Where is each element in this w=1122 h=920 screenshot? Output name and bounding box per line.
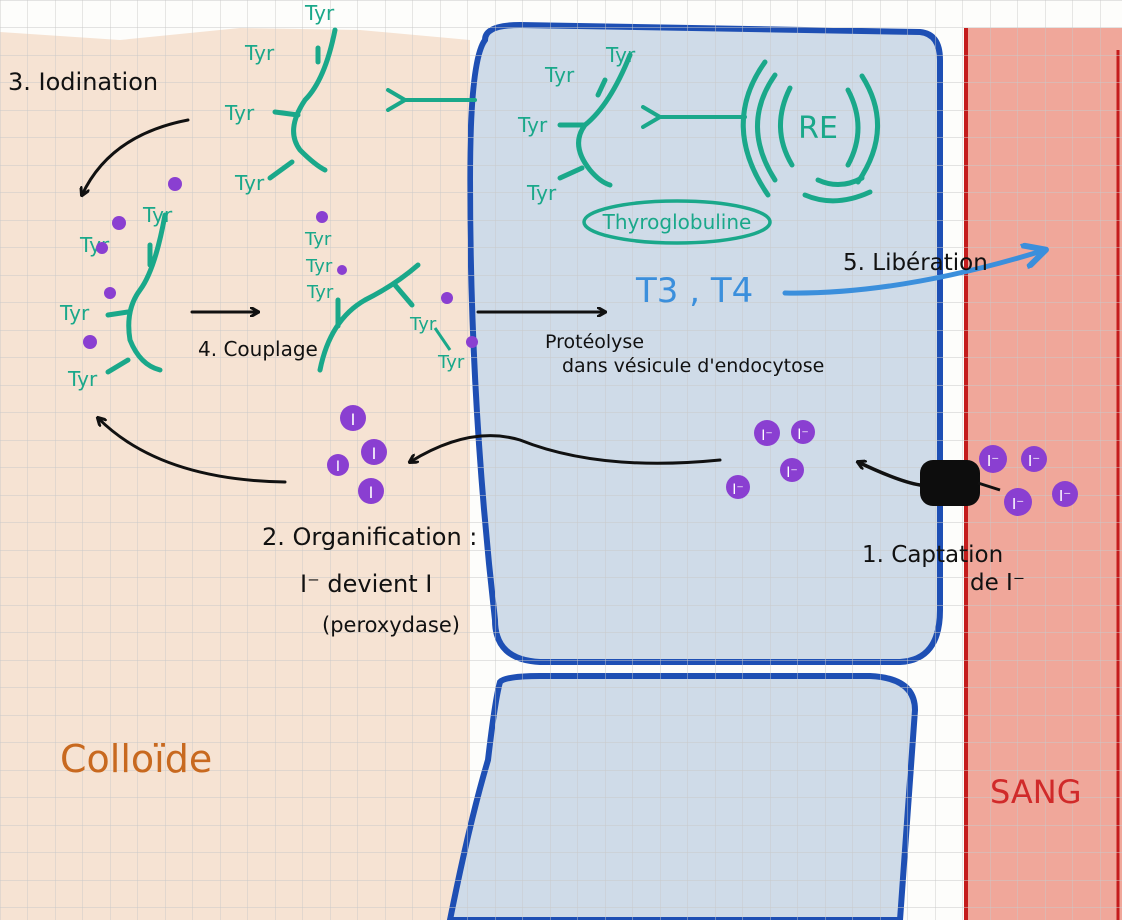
iodide-label-cell-1: I⁻ xyxy=(761,428,773,444)
tyr-label-cell-4: Tyr xyxy=(526,181,557,205)
step-captation-line1: 1. Captation xyxy=(862,542,1003,568)
step-captation-line2: de I⁻ xyxy=(970,570,1025,596)
iodide-label-cell-2: I⁻ xyxy=(797,427,809,443)
thyroglobulin-in-colloid xyxy=(267,27,338,181)
step-coupling-label: 4. Couplage xyxy=(198,337,318,361)
step-iodination-label: 3. Iodination xyxy=(8,68,158,96)
tyr-label-colloid-3: Tyr xyxy=(224,101,255,125)
tyr-label-cell-2: Tyr xyxy=(605,43,636,67)
step-proteolysis-line1: Protéolyse xyxy=(545,331,644,353)
iodide-label-blood-1: I⁻ xyxy=(987,452,999,470)
iodine-colloid-cluster xyxy=(327,405,387,504)
captation-arrow xyxy=(858,462,922,487)
coupled-thyroglobulin xyxy=(317,262,421,373)
iodide-label-cell-3: I⁻ xyxy=(786,465,798,481)
iodide-label-blood-2: I⁻ xyxy=(1028,452,1040,470)
blood-label: SANG xyxy=(990,773,1082,811)
step-proteolysis-line2: dans vésicule d'endocytose xyxy=(562,355,824,377)
tyr-label-coupled-4: Tyr xyxy=(409,314,437,335)
iodine-label-colloid-2: I xyxy=(372,444,377,463)
tyr-label-cell-3: Tyr xyxy=(517,113,548,137)
endoplasmic-reticulum xyxy=(740,59,881,204)
iodide-label-blood-3: I⁻ xyxy=(1012,495,1024,513)
iodine-label-colloid-1: I xyxy=(351,410,356,429)
tyr-label-coupled-1: Tyr xyxy=(304,229,332,250)
step-organification-line2: I⁻ devient I xyxy=(300,570,432,598)
tyr-label-iodinated-3: Tyr xyxy=(59,301,90,325)
step-organification-title: 2. Organification : xyxy=(262,523,477,551)
tyr-label-colloid-4: Tyr xyxy=(234,171,265,195)
er-label: RE xyxy=(798,111,838,146)
tyr-label-iodinated-4: Tyr xyxy=(67,367,98,391)
iodination-arrow xyxy=(82,118,190,195)
colloid-label: Colloïde xyxy=(60,737,212,781)
iodide-label-cell-4: I⁻ xyxy=(732,482,744,498)
transporter-stub xyxy=(977,481,1001,492)
thyroglobulin-outline xyxy=(582,199,772,245)
iodine-label-colloid-3: I xyxy=(336,459,340,475)
iodide-blood-cluster xyxy=(979,445,1078,516)
tyr-label-colloid-2: Tyr xyxy=(304,1,335,25)
iodide-transporter xyxy=(920,460,980,506)
coupling-bond xyxy=(433,327,452,351)
liberation-arrow xyxy=(782,250,1045,296)
tyr-label-coupled-3: Tyr xyxy=(306,282,334,303)
iodide-label-blood-4: I⁻ xyxy=(1059,487,1071,505)
tyr-label-coupled-5: Tyr xyxy=(437,352,465,373)
iodine-dots-coupled xyxy=(316,211,478,348)
iodinated-thyroglobulin xyxy=(105,212,168,375)
iodine-dots-iodinated xyxy=(83,177,182,349)
iodine-label-colloid-4: I xyxy=(369,483,374,502)
tyr-label-iodinated-2: Tyr xyxy=(142,203,173,227)
iodide-transport-arrow xyxy=(410,434,722,465)
organification-to-iodination-arrow xyxy=(98,418,287,484)
hormones-label: T3 , T4 xyxy=(635,271,753,311)
step-liberation-label: 5. Libération xyxy=(843,250,988,276)
tyr-label-cell-1: Tyr xyxy=(544,63,575,87)
iodide-cell-cluster xyxy=(726,420,815,499)
tyr-label-coupled-2: Tyr xyxy=(305,256,333,277)
thyroglobulin-label: Thyroglobuline xyxy=(602,210,752,234)
step-organification-line3: (peroxydase) xyxy=(322,613,460,637)
thyroglobulin-in-cell xyxy=(557,52,633,188)
tyr-label-colloid-1: Tyr xyxy=(244,41,275,65)
